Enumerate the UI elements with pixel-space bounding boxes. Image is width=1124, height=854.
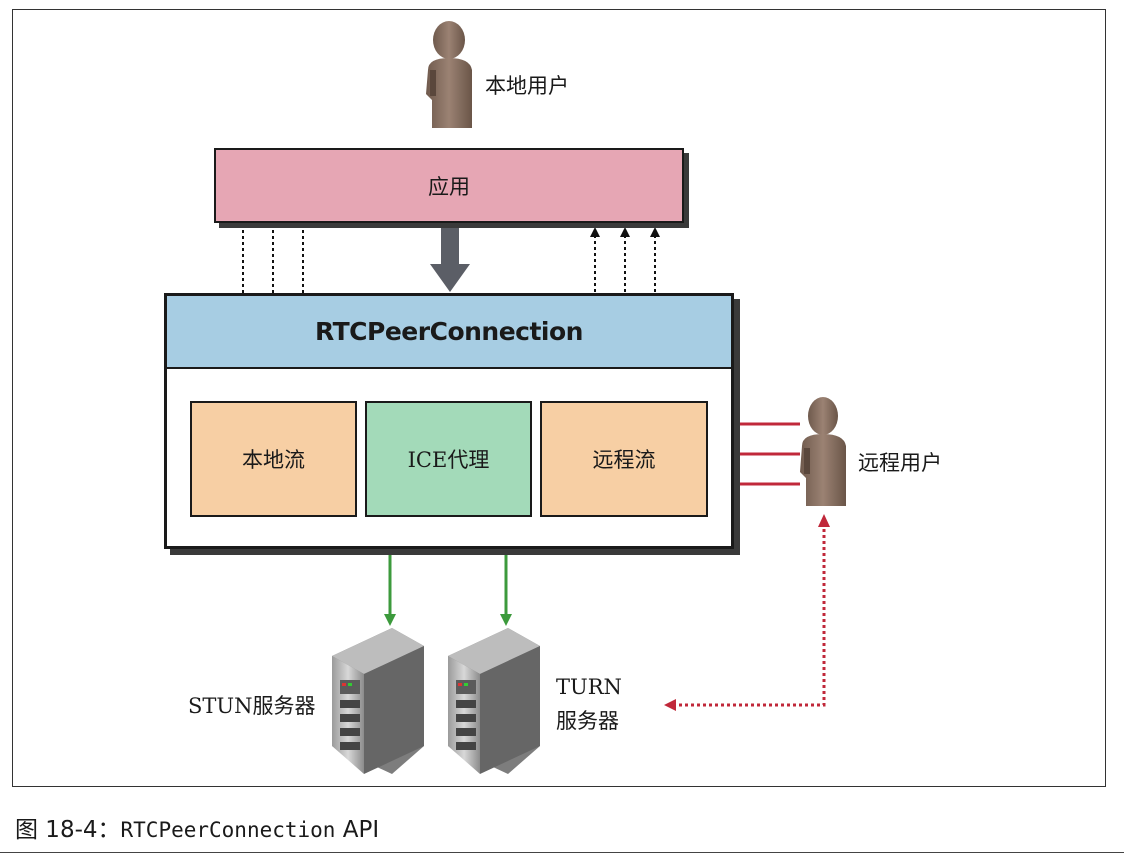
person-icon — [800, 397, 846, 506]
local-stream-box: 本地流 — [190, 401, 357, 517]
caption-code: RTCPeerConnection — [120, 818, 336, 842]
local-stream-label: 本地流 — [242, 448, 305, 472]
turn-server-label-line1: TURN — [556, 675, 622, 699]
remote-user-label: 远程用户 — [858, 451, 942, 475]
remote-stream-box: 远程流 — [540, 401, 708, 517]
bottom-rule — [0, 852, 1124, 853]
turn-server-label-line2: 服务器 — [556, 709, 619, 733]
local-user-label: 本地用户 — [485, 74, 569, 98]
figure-frame — [12, 9, 1106, 787]
main-flow-arrow — [430, 224, 470, 292]
server-icon — [448, 628, 540, 774]
turn-relay-arrow — [664, 523, 826, 711]
caption-suffix: API — [335, 817, 380, 843]
server-icon — [332, 628, 424, 774]
rtc-label: RTCPeerConnection — [315, 317, 583, 346]
caption-prefix: 图 18-4： — [15, 817, 121, 843]
app-box: 应用 — [214, 148, 684, 223]
figure-caption: 图 18-4：RTCPeerConnection API — [15, 810, 379, 844]
stun-server-label: STUN服务器 — [188, 694, 316, 718]
remote-stream-label: 远程流 — [592, 448, 656, 472]
app-label: 应用 — [428, 174, 470, 199]
turn-relay-arrowhead — [818, 514, 830, 527]
ice-agent-box: ICE代理 — [365, 401, 532, 517]
rtc-peer-connection-header: RTCPeerConnection — [167, 296, 731, 369]
person-icon — [426, 21, 472, 128]
ice-agent-label: ICE代理 — [407, 448, 490, 472]
